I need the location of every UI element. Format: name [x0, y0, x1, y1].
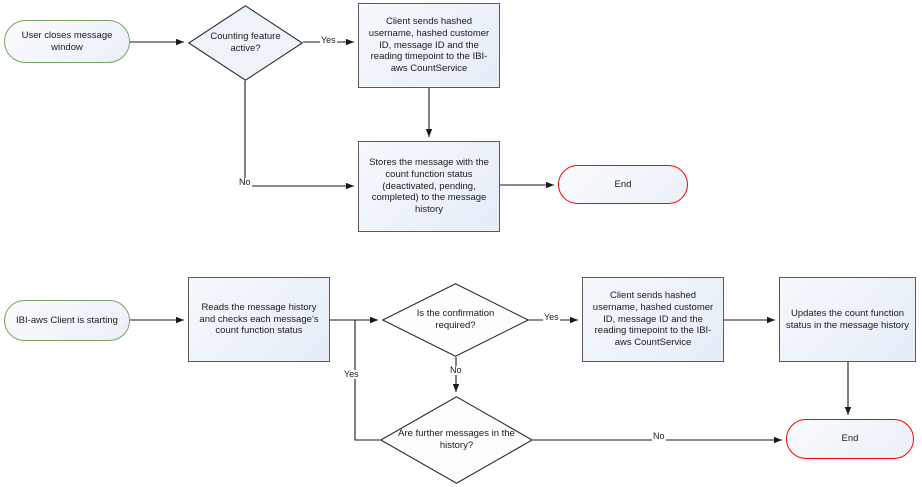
node-stores-message-with-status[interactable]: Stores the message with the count functi… — [358, 141, 500, 232]
node-label: End — [841, 433, 859, 445]
edge-label-confirmation-no: No — [449, 365, 463, 375]
diamond-shape — [380, 396, 533, 484]
node-label: Are further messages in the history? — [398, 428, 515, 451]
node-client-sends-count-data-bottom[interactable]: Client sends hashed username, hashed cus… — [582, 277, 724, 362]
diamond-shape — [382, 283, 529, 357]
edge-label-counting-no: No — [238, 177, 252, 187]
node-user-closes-message-window[interactable]: User closes message window — [4, 20, 130, 63]
node-updates-count-function-status[interactable]: Updates the count function status in the… — [779, 277, 916, 362]
edge-label-counting-yes: Yes — [320, 35, 337, 45]
node-label: Counting feature active? — [210, 31, 281, 54]
node-label: Client sends hashed username, hashed cus… — [368, 15, 490, 75]
edge-label-further-yes: Yes — [343, 369, 360, 379]
edge-label-confirmation-yes: Yes — [543, 312, 560, 322]
node-end-bottom[interactable]: End — [786, 419, 914, 459]
node-label: IBI-aws Client is starting — [16, 314, 118, 326]
node-label: User closes message window — [21, 29, 113, 53]
node-label: Updates the count function status in the… — [785, 307, 910, 331]
node-client-sends-count-data-top[interactable]: Client sends hashed username, hashed cus… — [358, 3, 500, 88]
node-are-further-messages-in-history[interactable]: Are further messages in the history? — [380, 396, 533, 484]
node-counting-feature-active[interactable]: Counting feature active? — [188, 5, 303, 81]
edge-label-further-no: No — [652, 431, 666, 441]
node-ibi-aws-client-is-starting[interactable]: IBI-aws Client is starting — [4, 300, 130, 341]
node-is-confirmation-required[interactable]: Is the confirmation required? — [382, 283, 529, 357]
edge-further-yes-loop — [354, 316, 380, 441]
node-label: Is the confirmation required? — [416, 308, 495, 331]
node-label: End — [614, 178, 632, 190]
edge-counting-no — [244, 81, 354, 190]
node-reads-message-history[interactable]: Reads the message history and checks eac… — [188, 277, 330, 362]
node-label: Stores the message with the count functi… — [369, 156, 489, 216]
node-label: Client sends hashed username, hashed cus… — [592, 289, 714, 349]
node-label: Reads the message history and checks eac… — [199, 301, 319, 337]
node-end-top[interactable]: End — [558, 165, 688, 204]
diamond-shape — [188, 5, 303, 81]
